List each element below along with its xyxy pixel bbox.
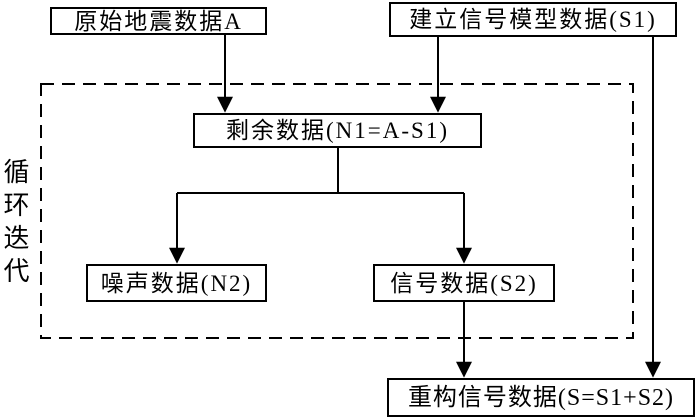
node-signal-data: 信号数据(S2): [373, 264, 555, 302]
loop-iteration-dashed-boundary: [40, 83, 634, 339]
node-residual-data: 剩余数据(N1=A-S1): [193, 113, 482, 148]
node-signal-model-data: 建立信号模型数据(S1): [389, 2, 677, 37]
loop-iteration-label: 循环迭代: [0, 158, 29, 290]
node-noise-data: 噪声数据(N2): [86, 264, 267, 302]
connector-residual-split: [177, 148, 464, 194]
node-original-seismic-data: 原始地震数据A: [50, 7, 267, 35]
node-reconstructed-signal-data: 重构信号数据(S=S1+S2): [387, 378, 695, 417]
